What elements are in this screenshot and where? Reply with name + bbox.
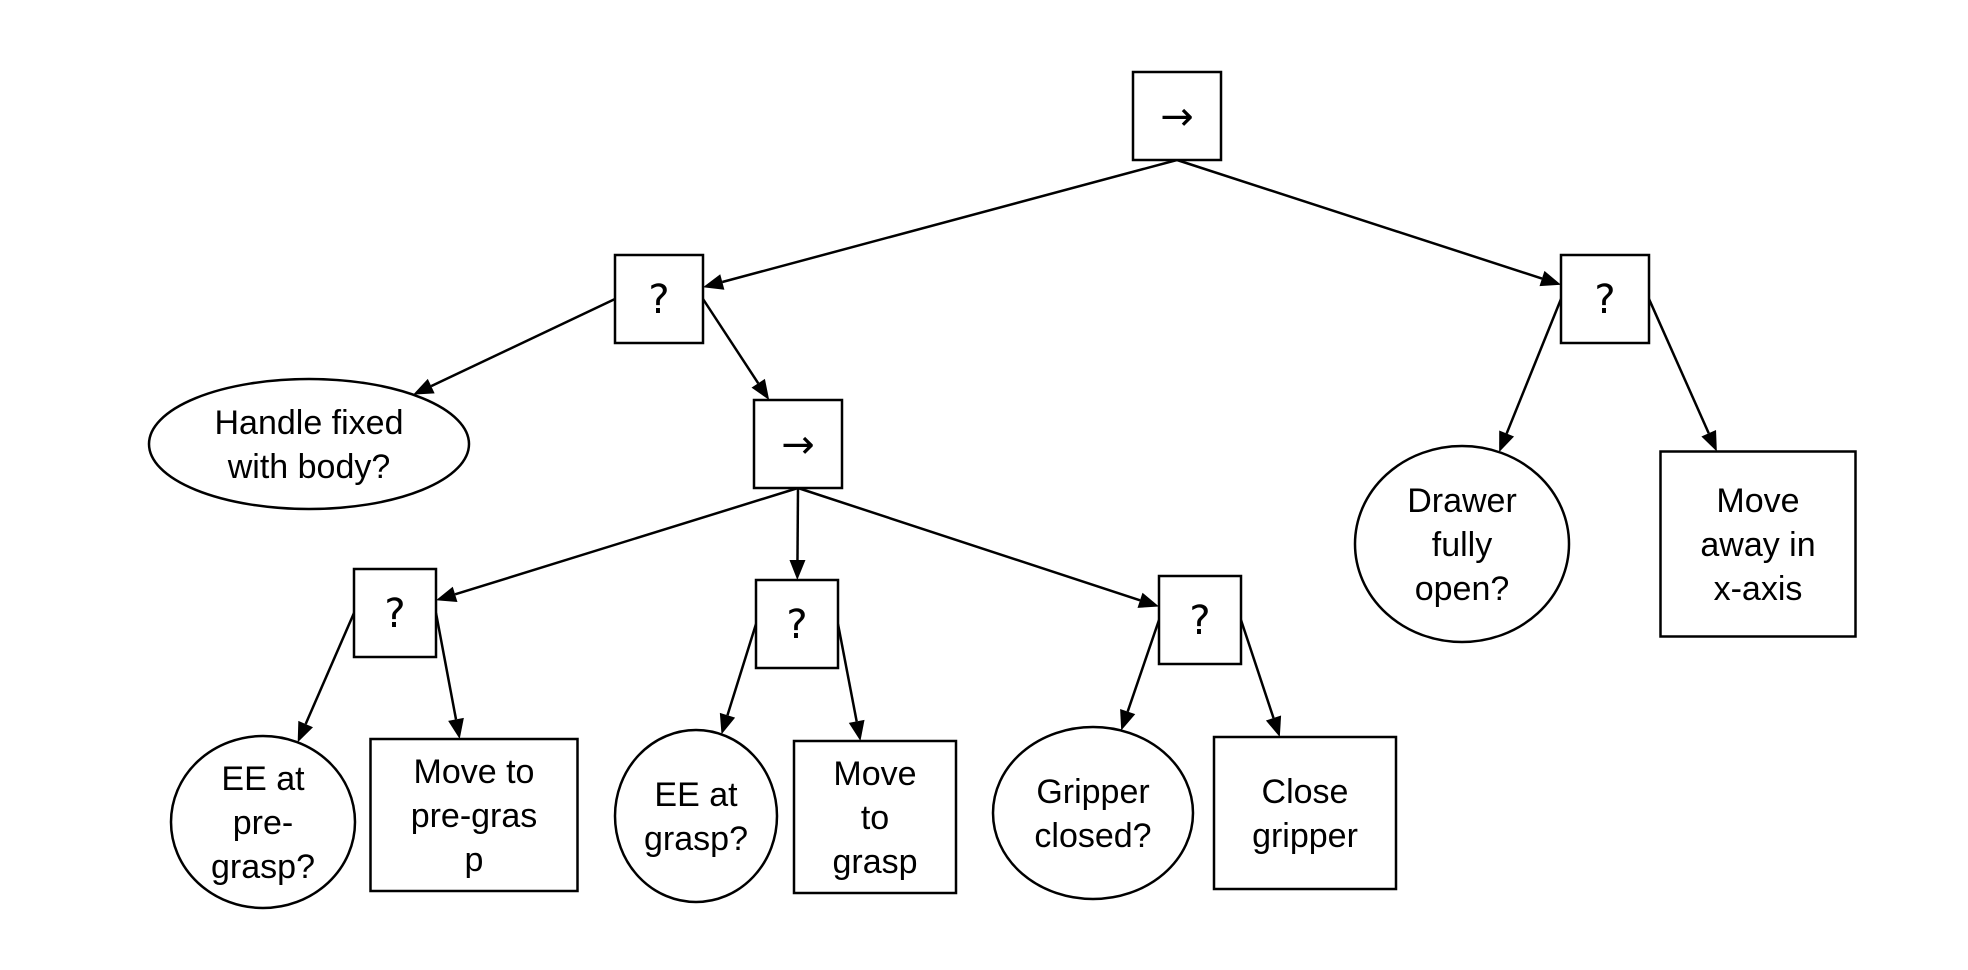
arrowhead-seq2 xyxy=(751,378,770,400)
node-label-line: fully xyxy=(1432,526,1492,564)
fallback-node-fb1: ? xyxy=(613,253,705,345)
fallback-question-icon: ? xyxy=(1594,277,1615,323)
edge-fb4-to-ee_grasp xyxy=(726,623,758,716)
arrowhead-ee_grasp xyxy=(719,712,736,735)
fallback-node-fb5: ? xyxy=(1157,574,1243,666)
node-label-line: grasp xyxy=(832,843,917,881)
arrowhead-move_grasp xyxy=(848,719,865,741)
fallback-node-fb2: ? xyxy=(1559,253,1651,345)
node-label-line: with body? xyxy=(227,448,391,486)
edge-fb4-to-move_grasp xyxy=(836,623,858,722)
node-label-line: grasp? xyxy=(211,848,315,886)
sequence-arrow-icon: → xyxy=(1160,94,1194,140)
node-label-line: Move xyxy=(833,755,916,793)
condition-node-shape xyxy=(613,728,779,904)
action-node-shape xyxy=(792,739,958,895)
edge-seq2-to-fb4 xyxy=(796,487,800,561)
condition-node-ee-pregrasp: EE at pre-grasp? xyxy=(169,734,357,910)
node-label-line: Gripper xyxy=(1036,773,1149,811)
arrowhead-fb4 xyxy=(789,559,806,580)
edge-seq2-to-fb3 xyxy=(454,486,799,596)
fallback-node-fb3: ? xyxy=(352,567,438,659)
edge-fb1-to-seq2 xyxy=(701,298,760,384)
arrowhead-ee_pregrasp xyxy=(297,720,314,743)
edge-fb5-to-gripper_closed xyxy=(1126,619,1161,712)
edge-fb3-to-ee_pregrasp xyxy=(304,612,356,725)
fallback-question-icon: ? xyxy=(786,602,807,648)
condition-node-shape xyxy=(991,725,1195,901)
sequence-node-shape xyxy=(752,398,844,490)
fallback-question-icon: ? xyxy=(648,277,669,323)
sequence-arrow-icon: → xyxy=(781,422,815,468)
edge-fb1-to-handle_fixed xyxy=(430,297,616,388)
arrowhead-move_away xyxy=(1701,429,1717,452)
node-label-line: Drawer xyxy=(1407,482,1517,520)
node-label-line: grasp? xyxy=(644,820,748,858)
arrowhead-drawer_open xyxy=(1499,430,1515,453)
fallback-question-icon: ? xyxy=(384,591,405,637)
arrowhead-fb2 xyxy=(1539,270,1561,287)
node-label-line: pre- xyxy=(233,804,293,842)
node-label-line: closed? xyxy=(1034,817,1151,855)
node-label-line: open? xyxy=(1415,570,1510,608)
fallback-node-shape xyxy=(1157,574,1243,666)
node-label-line: p xyxy=(465,841,484,879)
edges-layer xyxy=(297,158,1717,743)
action-node-close-gripper: Close gripper xyxy=(1212,735,1398,891)
edge-fb5-to-close_gripper xyxy=(1239,619,1275,719)
condition-node-shape xyxy=(1353,444,1571,644)
nodes-layer: →?? Handle fixed with body? → Drawer fully ope… xyxy=(147,70,1857,910)
edge-root-to-fb2 xyxy=(1176,158,1543,280)
action-node-shape xyxy=(1659,450,1857,638)
edge-seq2-to-fb5 xyxy=(797,486,1141,602)
node-label-line: Handle fixed xyxy=(214,404,403,442)
arrowhead-fb1 xyxy=(703,274,725,290)
condition-node-shape xyxy=(169,734,357,910)
fallback-node-fb4: ? xyxy=(754,578,840,670)
arrowhead-fb3 xyxy=(436,586,458,602)
fallback-node-shape xyxy=(352,567,438,659)
condition-node-shape xyxy=(147,377,471,511)
node-label-line: x-axis xyxy=(1714,570,1803,608)
edge-fb3-to-move_pregrasp xyxy=(434,612,458,720)
action-node-move-pregrasp: Move to pre-gras p xyxy=(369,737,579,893)
edge-fb2-to-move_away xyxy=(1647,298,1710,434)
node-label-line: to xyxy=(861,799,889,837)
sequence-node-root: → xyxy=(1131,70,1223,162)
arrowhead-move_pregrasp xyxy=(448,717,464,739)
action-node-move-grasp: Move to grasp xyxy=(792,739,958,895)
node-label-line: EE at xyxy=(654,776,738,814)
fallback-node-shape xyxy=(613,253,705,345)
fallback-node-shape xyxy=(1559,253,1651,345)
fallback-question-icon: ? xyxy=(1189,598,1210,644)
arrowhead-handle_fixed xyxy=(413,378,435,395)
condition-node-gripper-closed: Gripper closed? xyxy=(991,725,1195,901)
action-node-shape xyxy=(1212,735,1398,891)
edge-fb2-to-drawer_open xyxy=(1505,298,1563,435)
node-label-line: Move xyxy=(1716,482,1799,520)
condition-node-ee-grasp: EE at grasp? xyxy=(613,728,779,904)
arrowhead-close_gripper xyxy=(1265,715,1282,737)
sequence-node-seq2: → xyxy=(752,398,844,490)
node-label-line: EE at xyxy=(221,760,305,798)
action-node-move-away: Move away in x-axis xyxy=(1659,450,1857,638)
node-label-line: Close xyxy=(1262,773,1349,811)
node-label-line: Move to xyxy=(414,753,535,791)
fallback-node-shape xyxy=(754,578,840,670)
arrowhead-gripper_closed xyxy=(1120,708,1136,731)
node-label-line: away in xyxy=(1700,526,1815,564)
condition-node-drawer-open: Drawer fully open? xyxy=(1353,444,1571,644)
node-label-line: pre-gras xyxy=(411,797,538,835)
arrowhead-fb5 xyxy=(1137,592,1159,608)
node-label-line: gripper xyxy=(1252,817,1358,855)
condition-node-handle-fixed: Handle fixed with body? xyxy=(147,377,471,511)
edge-root-to-fb1 xyxy=(721,158,1178,284)
action-node-shape xyxy=(369,737,579,893)
sequence-node-shape xyxy=(1131,70,1223,162)
